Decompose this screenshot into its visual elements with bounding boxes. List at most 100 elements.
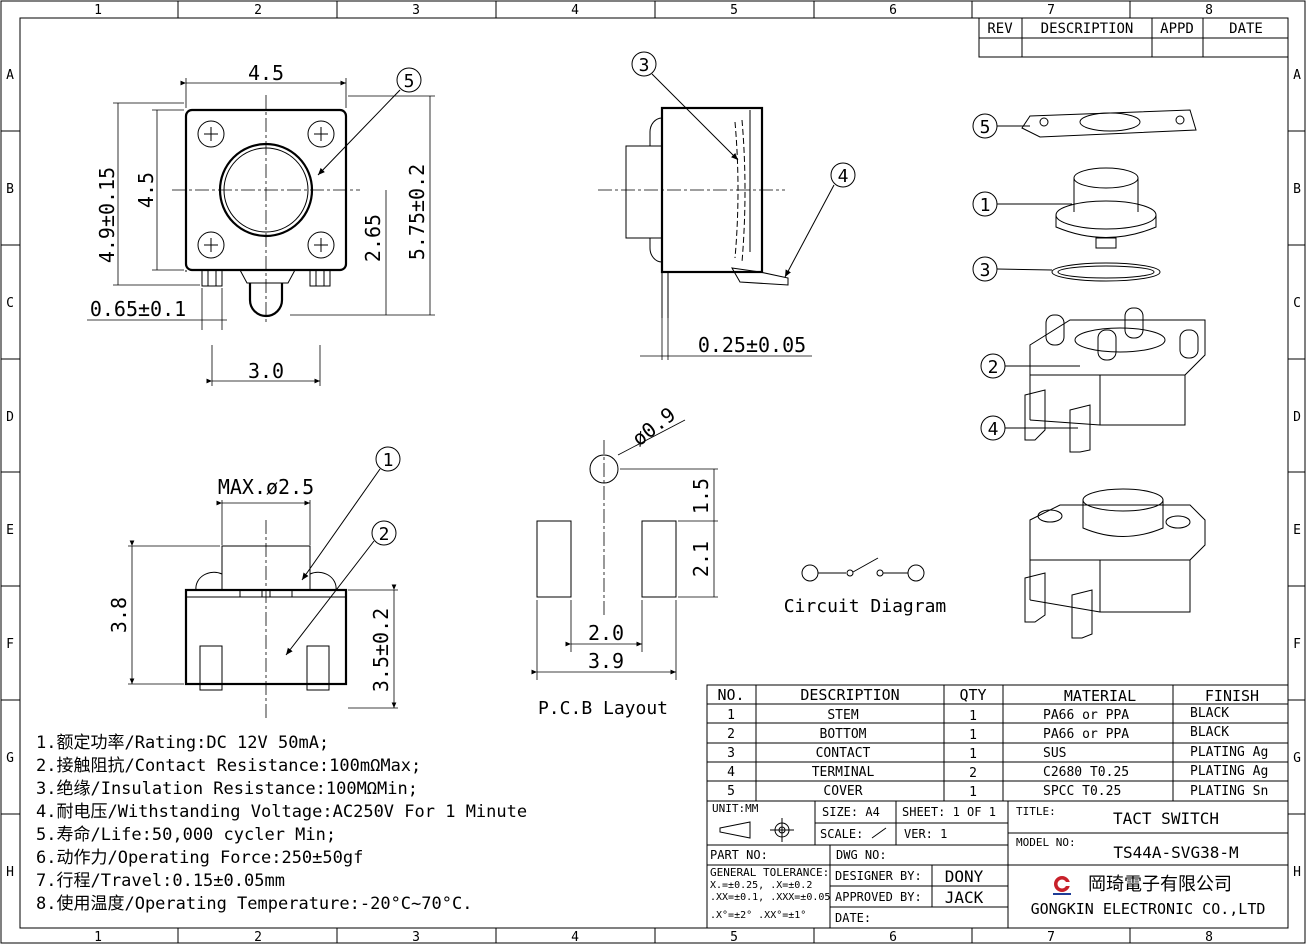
bom-row-no: 3 xyxy=(727,746,735,761)
dim-height: 4.5 xyxy=(134,172,158,208)
bom-row-material: SPCC T0.25 xyxy=(1043,784,1121,799)
dim-terminal-thickness: 0.25±0.05 xyxy=(698,333,806,357)
spec-line: 4.耐电压/Withstanding Voltage:AC250V For 1 … xyxy=(36,802,527,822)
bom-row-description: BOTTOM xyxy=(820,727,867,742)
model-number: TS44A-SVG38-M xyxy=(1113,843,1238,862)
row-label: E xyxy=(1293,523,1301,538)
row-label: B xyxy=(1293,182,1301,197)
bom-header-no: NO. xyxy=(717,686,744,704)
dim-pin-width: 0.65±0.1 xyxy=(90,297,186,321)
bom-row-material: PA66 or PPA xyxy=(1043,708,1129,723)
dim-pad-span: 3.9 xyxy=(588,649,624,673)
scale-label: SCALE: xyxy=(820,827,863,841)
revision-table: REV DESCRIPTION APPD DATE xyxy=(978,17,1289,58)
dim-center: 2.65 xyxy=(361,214,385,262)
col-label: 6 xyxy=(889,3,897,18)
pcb-layout: ø0.9 1.5 2.1 2.0 3.9 P.C.B Layout xyxy=(531,402,718,719)
approved-label: APPROVED BY: xyxy=(835,890,922,904)
dim-stem-diameter: MAX.ø2.5 xyxy=(218,475,314,499)
col-label: 1 xyxy=(94,930,102,944)
dim-pin-pitch: 3.0 xyxy=(248,359,284,383)
row-label: F xyxy=(1293,637,1301,652)
bom-row-description: TERMINAL xyxy=(812,765,875,780)
drawing-title: TACT SWITCH xyxy=(1113,809,1219,828)
col-label: 4 xyxy=(571,3,579,18)
bom-row-material: PA66 or PPA xyxy=(1043,727,1129,742)
row-label: A xyxy=(6,68,14,83)
col-label: 8 xyxy=(1205,930,1213,944)
bom-row-no: 5 xyxy=(727,784,735,799)
col-label: 2 xyxy=(254,930,262,944)
exploded-callout-5: 5 xyxy=(980,117,991,138)
callout-1: 1 xyxy=(383,450,394,471)
col-label: 3 xyxy=(412,930,420,944)
col-label: 8 xyxy=(1205,3,1213,18)
company-logo-icon xyxy=(1053,876,1071,895)
tolerance-line-1: X.=±0.25, .X=±0.2 xyxy=(710,880,812,891)
col-label: 3 xyxy=(412,3,420,18)
bom-row-description: CONTACT xyxy=(816,746,871,761)
approver-name: JACK xyxy=(945,888,984,907)
bom-row-material: C2680 T0.25 xyxy=(1043,765,1129,780)
tolerance-label: GENERAL TOLERANCE: xyxy=(710,866,829,879)
row-label: A xyxy=(1293,68,1301,83)
company-name-cn: 岡琦電子有限公司 xyxy=(1088,874,1232,895)
dim-hole-diameter: ø0.9 xyxy=(627,402,680,451)
company-name-en: GONGKIN ELECTRONIC CO.,LTD xyxy=(1031,900,1266,918)
title-block: UNIT:MM SIZE: A4 SHEET: 1 OF 1 SCALE: VE… xyxy=(706,800,1289,929)
exploded-callout-1: 1 xyxy=(980,195,991,216)
rev-description-header: DESCRIPTION xyxy=(1041,21,1134,37)
dim-pad-length: 2.1 xyxy=(689,541,713,577)
bom-row-finish: PLATING Ag xyxy=(1190,745,1268,760)
exploded-callout-4: 4 xyxy=(988,419,999,440)
row-label: H xyxy=(6,865,14,880)
spec-line: 2.接触阻抗/Contact Resistance:100mΩMax; xyxy=(36,756,421,776)
row-label: F xyxy=(6,637,14,652)
tolerance-line-3: .X°=±2° .XX°=±1° xyxy=(710,910,806,921)
spec-line: 8.使用温度/Operating Temperature:-20°C~70°C. xyxy=(36,893,472,914)
designer-name: DONY xyxy=(945,867,984,886)
bom-row-qty: 1 xyxy=(969,728,977,743)
rev-header: REV xyxy=(987,21,1013,37)
dim-overall-height: 4.9±0.15 xyxy=(95,167,119,263)
specifications: 1.额定功率/Rating:DC 12V 50mA; 2.接触阻抗/Contac… xyxy=(36,733,527,914)
bom-row-no: 2 xyxy=(727,727,735,742)
bom-row-no: 1 xyxy=(727,708,735,723)
row-label: C xyxy=(6,296,14,311)
spec-line: 1.额定功率/Rating:DC 12V 50mA; xyxy=(36,733,329,753)
row-label: B xyxy=(6,182,14,197)
exploded-callout-3: 3 xyxy=(980,260,991,281)
bom-table: NO. DESCRIPTION QTY MATERIAL FINISH 1 ST… xyxy=(706,684,1289,802)
bom-row-qty: 1 xyxy=(969,785,977,800)
dim-total-height: 3.8 xyxy=(107,597,131,633)
exploded-view: 5 1 3 2 4 xyxy=(972,109,1206,639)
col-label: 6 xyxy=(889,930,897,944)
callout-5: 5 xyxy=(404,71,415,92)
bom-row-material: SUS xyxy=(1043,746,1066,761)
front-view: MAX.ø2.5 3.8 3.5±0.2 1 2 xyxy=(107,446,401,718)
designer-label: DESIGNER BY: xyxy=(835,869,922,883)
col-label: 5 xyxy=(730,930,738,944)
spec-line: 6.动作力/Operating Force:250±50gf xyxy=(36,848,363,868)
row-label: G xyxy=(6,751,14,766)
part-no-label: PART NO: xyxy=(710,848,768,862)
row-label: E xyxy=(6,523,14,538)
bom-header-description: DESCRIPTION xyxy=(800,686,899,704)
col-label: 2 xyxy=(254,3,262,18)
bom-row-no: 4 xyxy=(727,765,735,780)
projection-symbol-icon xyxy=(719,821,751,839)
col-label: 7 xyxy=(1047,930,1055,944)
dim-pad-gap: 2.0 xyxy=(588,621,624,645)
bom-row-finish: PLATING Ag xyxy=(1190,764,1268,779)
bom-row-description: COVER xyxy=(823,784,862,799)
version-label: VER: 1 xyxy=(904,827,947,841)
bom-header-finish: FINISH xyxy=(1205,687,1259,705)
spec-line: 3.绝缘/Insulation Resistance:100MΩMin; xyxy=(36,779,418,799)
dwg-no-label: DWG NO: xyxy=(836,848,887,862)
circuit-diagram: Circuit Diagram xyxy=(784,557,946,617)
row-label: C xyxy=(1293,296,1301,311)
bom-row-finish: PLATING Sn xyxy=(1190,784,1268,799)
exploded-callout-2: 2 xyxy=(988,357,999,378)
